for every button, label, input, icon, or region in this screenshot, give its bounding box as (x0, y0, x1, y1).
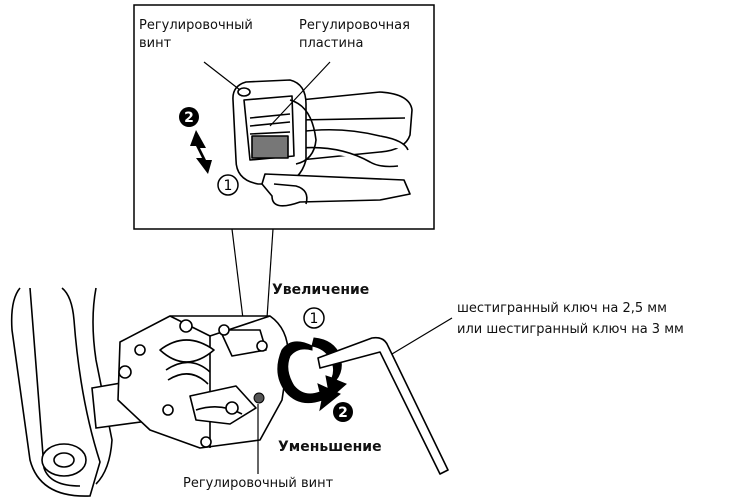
wrench-label-line2: или шестигранный ключ на 3 мм (457, 322, 684, 338)
wrench-label-line1: шестигранный ключ на 2,5 мм (457, 301, 667, 317)
inset-screw-label-line1: Регулировочный (139, 18, 253, 34)
bottom-screw-label: Регулировочный винт (183, 476, 333, 492)
inset-screw-label-line2: винт (139, 36, 171, 52)
svg-text:2: 2 (184, 110, 194, 126)
svg-text:1: 1 (224, 178, 233, 194)
main-step-1-badge: 1 (304, 308, 324, 328)
main-step-2-badge: 2 (333, 402, 353, 422)
wrench-leader (392, 318, 452, 354)
svg-text:1: 1 (310, 311, 319, 327)
inset-plate-label-line1: Регулировочная (299, 18, 410, 34)
inset-step-1-badge: 1 (218, 175, 238, 195)
inset-step-2-badge: 2 (179, 107, 199, 127)
decrease-label: Уменьшение (278, 439, 382, 455)
increase-label: Увеличение (272, 282, 369, 298)
pedal-body-drawing (118, 316, 288, 448)
inset-plate-label-line2: пластина (299, 36, 363, 52)
svg-text:2: 2 (338, 405, 348, 421)
adjusting-screw (254, 393, 264, 403)
rotation-arrows-icon (278, 338, 346, 410)
